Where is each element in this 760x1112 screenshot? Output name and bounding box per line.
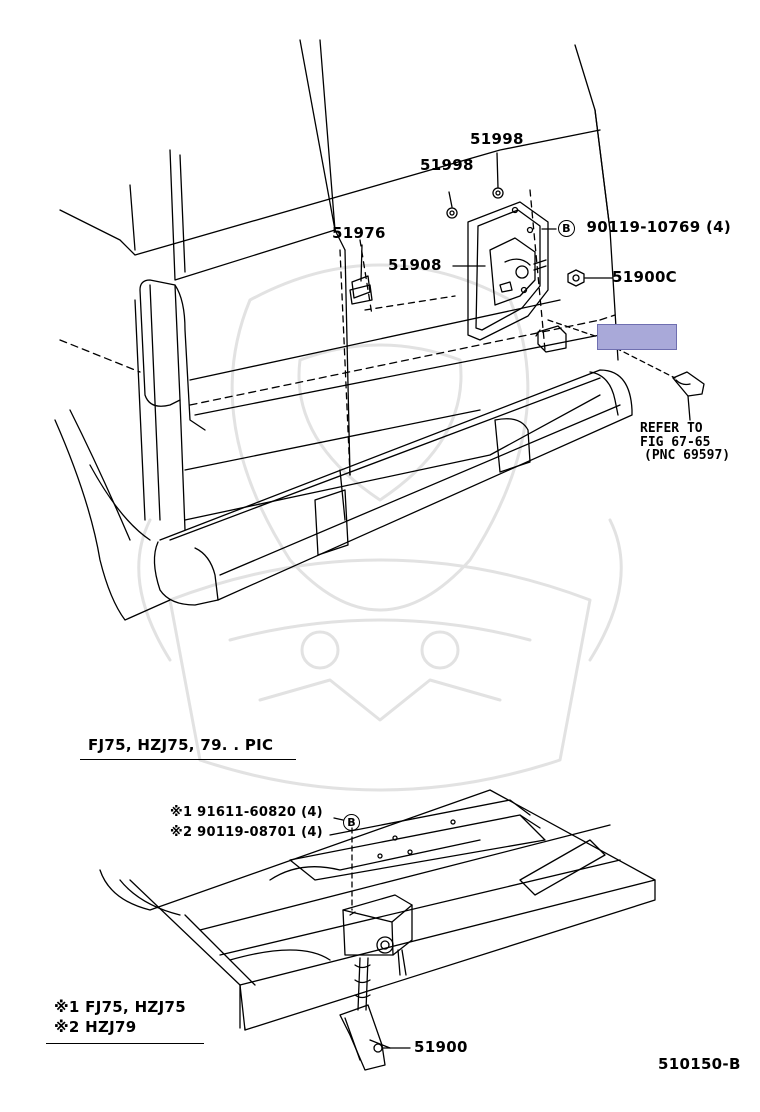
section-title: FJ75, HZJ75, 79. . PIC — [88, 736, 274, 754]
callout-51900c[interactable]: 51900C — [612, 268, 677, 286]
mark-1-prefix: ※1 — [170, 805, 193, 820]
reference-note: REFER TO FIG 67-65 (PNC 69597) — [640, 422, 730, 463]
callout-90119-10769[interactable]: B 90119-10769 (4) — [558, 220, 731, 237]
mark-2-part: 90119-08701 (4) — [197, 825, 323, 840]
reference-line-1: REFER TO — [640, 421, 703, 436]
highlight-box — [597, 324, 677, 350]
callout-51908[interactable]: 51908 — [388, 256, 442, 274]
vehicle-rear-body — [54, 39, 633, 621]
legend-underline — [46, 1043, 204, 1044]
legend-row-1: ※1 FJ75, HZJ75 — [54, 998, 186, 1016]
reference-line-2: FIG 67-65 — [640, 434, 711, 450]
callout-90119-08701[interactable]: ※2 90119-08701 (4) — [170, 826, 323, 839]
bolt-symbol-lower-icon: B — [343, 814, 360, 831]
callout-51998-upper[interactable]: 51998 — [470, 130, 524, 148]
callout-51976[interactable]: 51976 — [332, 224, 386, 242]
watermark-emblem — [137, 263, 623, 792]
callout-51998-lower[interactable]: 51998 — [420, 156, 474, 174]
callout-90119-10769-label: 90119-10769 (4) — [586, 218, 731, 236]
figure-number: 510150-B — [658, 1055, 741, 1073]
mark-1-part: 91611-60820 (4) — [197, 805, 323, 820]
callout-91611-60820[interactable]: ※1 91611-60820 (4) — [170, 806, 323, 819]
bolt-symbol-icon: B — [558, 220, 575, 237]
section-title-underline — [80, 759, 296, 760]
frame-underbody — [99, 789, 656, 1071]
reference-line-3: (PNC 69597) — [644, 448, 731, 464]
callout-51900[interactable]: 51900 — [414, 1038, 468, 1056]
legend-row-2: ※2 HZJ79 — [54, 1018, 137, 1036]
mark-2-prefix: ※2 — [170, 825, 193, 840]
